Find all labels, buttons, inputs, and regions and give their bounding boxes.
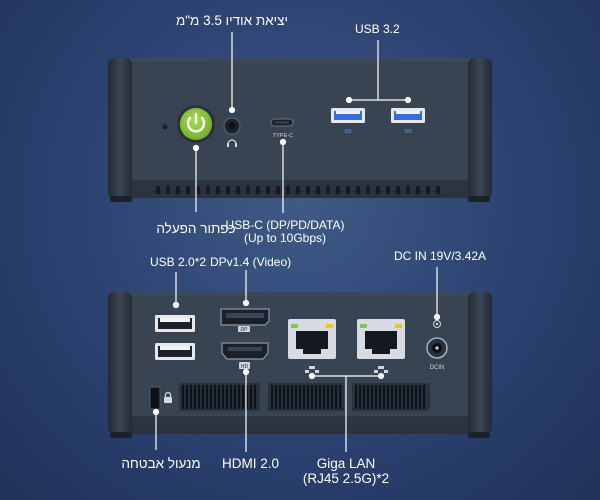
power-button-label: כפתור הפעלה bbox=[156, 221, 236, 236]
dc-in-port-icon bbox=[426, 337, 448, 359]
displayport-port-icon bbox=[220, 308, 270, 326]
lan-label-line2: (RJ45 2.5G)*2 bbox=[302, 470, 390, 486]
usb-c-label-line1: USB-C (DP/PD/DATA) bbox=[225, 218, 345, 232]
status-led-icon bbox=[162, 124, 168, 130]
dp-logo-icon bbox=[238, 326, 250, 332]
padlock-icon bbox=[164, 391, 172, 403]
hdmi-logo-icon bbox=[239, 362, 250, 369]
usb20-label: USB 2.0*2 bbox=[150, 255, 207, 269]
lan-label-line1: Giga LAN bbox=[316, 456, 376, 471]
usb-c-label-line2: (Up to 10Gbps) bbox=[243, 231, 327, 246]
vent-grille-left bbox=[179, 383, 260, 411]
usb20-port-top-icon bbox=[155, 315, 195, 332]
lan-port-2-icon bbox=[357, 319, 405, 359]
security-lock-slot-icon bbox=[149, 386, 161, 410]
usb-c-port-icon bbox=[270, 118, 294, 127]
usb-c-label: USB-C (DP/PD/DATA) (Up to 10Gbps) bbox=[215, 218, 355, 246]
displayport-label: DPv1.4 (Video) bbox=[210, 255, 292, 269]
typec-port-text: TYPE-C bbox=[273, 133, 293, 139]
hdmi-port-icon bbox=[221, 342, 269, 360]
network-icon bbox=[305, 366, 388, 373]
callout-lines bbox=[152, 32, 441, 452]
usb20-port-bottom-icon bbox=[155, 343, 195, 360]
hdmi-label: HDMI 2.0 bbox=[222, 456, 280, 471]
lan-port-1-icon bbox=[288, 319, 336, 359]
dc-in-label: DC IN 19V/3.42A bbox=[394, 249, 487, 263]
dp-port-text: DP bbox=[241, 327, 249, 333]
audio-jack-label: יציאת אודיו 3.5 מ"מ bbox=[175, 13, 289, 28]
power-button-icon bbox=[177, 105, 215, 143]
usb-ss-logo-left: SS bbox=[344, 129, 352, 135]
audio-jack-icon bbox=[223, 117, 241, 147]
vent-grille-center bbox=[268, 383, 344, 411]
vent-grille-right bbox=[352, 383, 430, 411]
dc-polarity-icon bbox=[433, 320, 441, 328]
dcin-port-text: DCIN bbox=[430, 365, 445, 371]
security-lock-label: מנעול אבטחה bbox=[121, 456, 201, 471]
hdmi-port-text: HD bbox=[241, 364, 249, 370]
usb32-port-left-icon bbox=[331, 108, 365, 123]
usb32-label: USB 3.2 bbox=[355, 22, 400, 36]
lan-label: Giga LAN (RJ45 2.5G)*2 bbox=[290, 456, 402, 487]
usb32-port-right-icon bbox=[391, 108, 425, 123]
usb-ss-logo-right: SS bbox=[404, 129, 412, 135]
front-device bbox=[108, 58, 492, 202]
